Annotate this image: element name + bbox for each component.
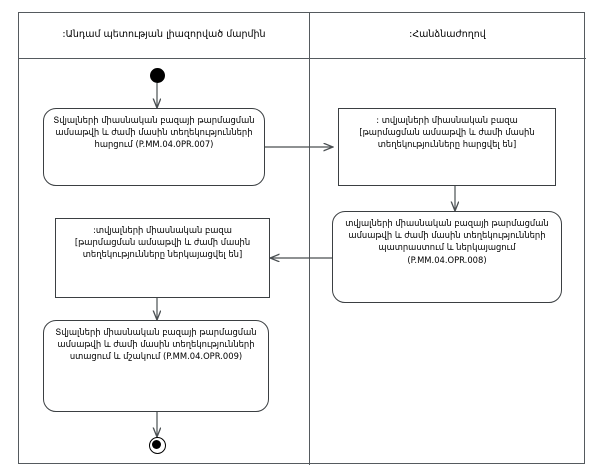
activity-009-label: Տվյալների միասնական բազայի թարմացման ամս… [55, 327, 257, 362]
lane-header-commission: :Հանձնաժողով [309, 13, 586, 58]
activity-node-008[interactable]: տվյալների միասնական բազայի թարմացման ամս… [332, 211, 562, 303]
lane-vertical-divider [309, 13, 310, 465]
activity-007-label: Տվյալների միասնական բազայի թարմացման ամս… [53, 115, 255, 150]
object-node-presented[interactable]: :տվյալների միասնական բազա [թարմացման ամս… [55, 218, 270, 298]
activity-node-009[interactable]: Տվյալների միասնական բազայի թարմացման ամս… [43, 320, 269, 412]
initial-node [150, 68, 165, 83]
activity-node-007[interactable]: Տվյալների միասնական բազայի թարմացման ամս… [43, 108, 265, 186]
lane-title-text: :Անդամ պետության լիազորված մարմին [62, 29, 266, 41]
lane-header-divider [19, 58, 586, 59]
lane-header-member-state-authority: :Անդամ պետության լիազորված մարմին [19, 13, 309, 58]
activity-008-label: տվյալների միասնական բազայի թարմացման ամս… [345, 218, 549, 265]
object-node-requested-label: : տվյալների միասնական բազա [թարմացման ամ… [359, 115, 535, 150]
object-node-requested[interactable]: : տվյալների միասնական բազա [թարմացման ամ… [338, 108, 556, 186]
final-node [149, 437, 166, 454]
object-node-presented-label: :տվյալների միասնական բազա [թարմացման ամս… [74, 225, 251, 260]
lane-title-text: :Հանձնաժողով [409, 29, 486, 41]
